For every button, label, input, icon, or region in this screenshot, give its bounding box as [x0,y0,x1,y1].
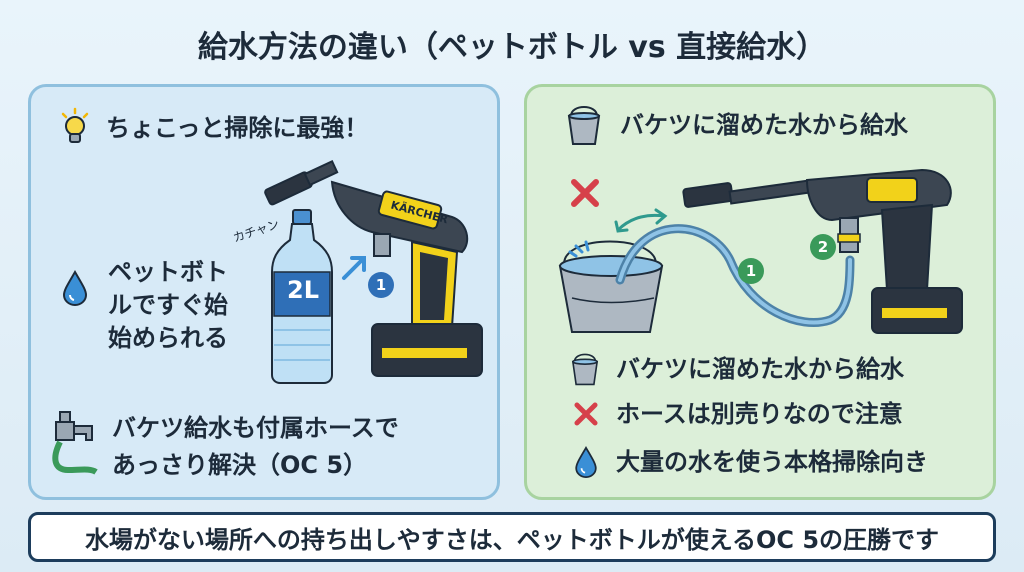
bucket-icon [570,352,600,386]
pressure-washer-illustration-left [262,152,492,382]
step-badge-right-1-label: 1 [745,262,757,280]
left-heading: ちょこっと掃除に最強！ [106,113,369,142]
cross-icon [572,400,600,428]
pet-bottle-illustration [268,209,336,385]
step-badge-right-2-label: 2 [817,238,829,256]
bottle-text-line3: 始められる [108,323,228,352]
lightbulb-icon [60,107,90,148]
pressure-washer-illustration-right [682,160,982,340]
step-badge-right-2: 2 [810,234,836,260]
bucket-icon [566,104,602,146]
hose-text-line2: あっさり解決（OC 5） [112,450,368,479]
right-item-2-text: ホースは別売りなので注意 [616,400,903,428]
right-list-item-1: バケツに溜めた水から給水 [570,352,904,386]
hose-illustration [600,220,870,340]
faucet-hose-icon [50,408,102,480]
right-heading-row: バケツに溜めた水から給水 [566,104,908,146]
water-drop-icon [62,270,88,306]
water-drop-icon [574,446,598,478]
bottle-text-line2: ルですぐ始 [108,290,228,319]
cross-icon [568,176,602,210]
bottle-text-line1: ペットボト [108,258,228,286]
right-list-item-3: 大量の水を使う本格掃除向き [574,446,928,478]
bottle-text: ペットボト ルですぐ始 始められる [108,258,228,352]
conclusion-box: 水場がない場所への持ち出しやすさは、ペットボトルが使えるOC 5の圧勝です [28,512,996,562]
right-heading: バケツに溜めた水から給水 [620,110,908,139]
step-badge-right-1: 1 [738,258,764,284]
bottle-label: 2L [287,276,319,304]
right-item-1-text: バケツに溜めた水から給水 [616,354,904,383]
bucket-illustration [556,238,666,338]
right-item-3-text: 大量の水を使う本格掃除向き [616,447,928,476]
swap-arrow-icon [612,206,670,236]
hose-text-line1: バケツ給水も付属ホースで [112,414,399,442]
conclusion-text: 水場がない場所への持ち出しやすさは、ペットボトルが使えるOC 5の圧勝です [84,525,940,554]
step-badge-left-1: 1 [368,272,394,298]
attach-arrow-icon [340,252,370,282]
right-list-item-2: ホースは別売りなので注意 [572,400,903,429]
step-badge-left-1-label: 1 [375,276,387,294]
page-title: 給水方法の違い（ペットボトル vs 直接給水） [197,30,827,65]
hose-text: バケツ給水も付属ホースで あっさり解決（OC 5） [112,414,399,480]
left-heading-row: ちょこっと掃除に最強！ [60,107,369,148]
